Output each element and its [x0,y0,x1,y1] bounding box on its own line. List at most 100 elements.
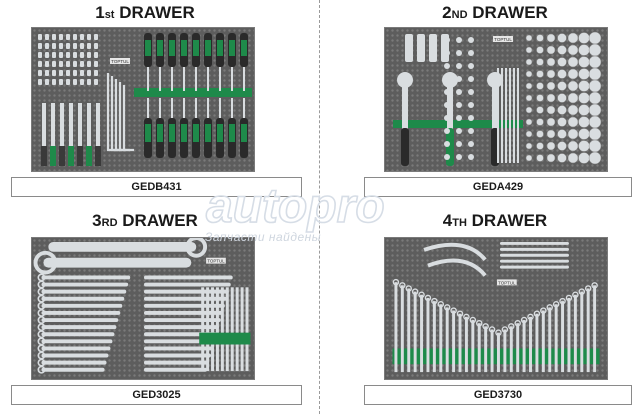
bit-socket [45,70,49,76]
screwdriver-grip [217,40,223,56]
bit-socket [45,52,49,58]
combination-wrench [41,296,125,301]
combination-wrench [407,288,411,373]
bit-socket [45,34,49,40]
socket [557,81,567,91]
bit-socket [73,61,77,67]
combination-wrench [535,313,539,373]
center-divider [319,0,320,414]
deep-socket [405,34,413,62]
combination-wrench [439,304,443,373]
wrench-ring [475,319,483,327]
socket [536,154,544,162]
screwdriver-grip [241,124,247,142]
bit-driver-handle [50,146,56,166]
deep-socket [429,34,437,62]
socket [567,92,579,104]
socket [578,56,590,68]
bit-socket [38,61,42,67]
wrench-ring [546,304,553,311]
drawer-1-title: 1st DRAWER [95,3,195,22]
brand-tag-text: TOPTUL [111,59,129,64]
tool-illustration: TOPTUL [393,31,602,166]
bit-driver-handle [68,146,74,166]
bit-socket [94,70,98,76]
ratchet-head [397,72,413,88]
socket [536,118,544,126]
socket [546,45,556,55]
small-socket [456,37,462,43]
wrench-ring [392,278,400,286]
screwdriver-grip [169,40,175,56]
socket [578,68,590,80]
bit-socket [94,43,98,49]
drawer-4-tray: TOPTUL [384,237,608,380]
wrench-ring [482,323,489,330]
small-socket [444,37,450,43]
extension-bar [509,68,511,163]
brand-tag [206,257,226,264]
socket [557,57,567,67]
screwdriver-grip [145,40,151,56]
socket [546,33,556,43]
combination-wrench [490,329,494,373]
small-socket [444,141,450,147]
screwdriver-shaft [219,98,221,118]
bit-driver-handle [77,146,83,166]
combination-wrench [471,320,475,373]
socket [578,32,590,44]
small-wrench [215,287,219,372]
socket [536,130,544,138]
screwdriver-shaft [183,98,185,118]
bit-socket [94,52,98,58]
combination-wrench [143,346,214,351]
screwdriver-grip [229,40,235,56]
combination-wrench [143,339,215,344]
small-wrench [230,287,234,372]
socket [546,57,556,67]
combination-wrench [41,360,107,365]
extension-bar [517,68,519,163]
combination-wrench [41,367,105,372]
drawer-2-code-label: GEDA429 [364,177,632,197]
combination-wrench [496,332,500,373]
wrench-ring [565,294,573,302]
combination-wrench [41,339,113,344]
combination-wrench [143,360,210,365]
screwdriver-grip [229,124,235,142]
socket [557,45,567,55]
bit-socket [80,61,84,67]
combination-wrench [41,325,117,330]
small-socket [444,154,450,160]
combination-wrench [41,318,119,323]
screwdriver-grip [145,124,151,142]
small-wrench [206,287,210,372]
combination-wrench [580,291,584,373]
small-socket [468,89,474,95]
wrench-ring [37,365,46,374]
combination-wrench [548,307,552,373]
large-wrench [48,241,197,252]
small-wrench [211,287,214,372]
wrench-ring [411,288,419,295]
socket [536,106,544,114]
small-wrench [220,287,224,372]
small-socket [456,63,462,69]
screwdriver-grip [241,40,247,56]
bit-socket [87,70,91,76]
combination-wrench [420,294,424,373]
socket [567,44,579,56]
combination-wrench [143,332,217,337]
combination-wrench [41,346,111,351]
small-socket [468,63,474,69]
socket [578,80,590,92]
bit-driver [96,103,100,163]
socket [546,117,556,127]
socket [557,153,567,163]
bit-socket [73,34,77,40]
flat-wrench [499,259,569,263]
flat-wrench [499,247,569,251]
large-wrench [43,257,192,268]
combination-wrench [41,275,131,280]
socket [578,152,590,164]
